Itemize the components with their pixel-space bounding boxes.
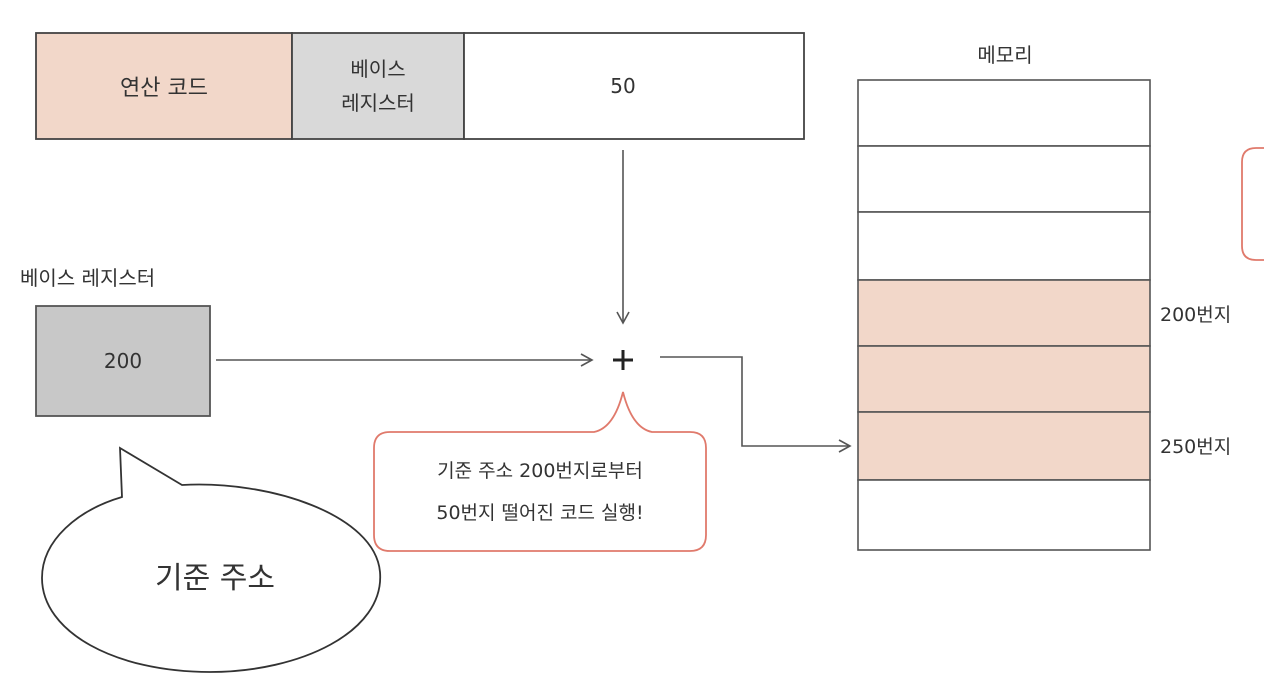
exec-callout-shape bbox=[373, 391, 707, 552]
memory-column bbox=[857, 79, 1151, 551]
operand-value: 50 bbox=[610, 74, 636, 98]
memory-row bbox=[857, 479, 1151, 551]
memory-row bbox=[857, 79, 1151, 147]
memory-row bbox=[857, 345, 1151, 413]
plus-to-memory-arrow bbox=[660, 356, 852, 453]
base-register-title: 베이스 레지스터 bbox=[20, 265, 156, 290]
plus-operator bbox=[613, 350, 633, 370]
address-200-label: 200번지 bbox=[1160, 303, 1232, 326]
base-speech-bubble bbox=[41, 446, 381, 673]
base-address-callout-text: 기준 주소 bbox=[155, 561, 275, 596]
register-field bbox=[291, 32, 465, 140]
memory-row-200 bbox=[857, 279, 1151, 347]
base-register-value: 200 bbox=[103, 349, 143, 373]
memory-row bbox=[857, 211, 1151, 281]
base-register-box bbox=[35, 305, 211, 417]
operand-field bbox=[463, 32, 805, 140]
register-field-label: 베이스 레지스터 bbox=[341, 57, 415, 115]
exec-callout-text: 기준 주소 200번지로부터 50번지 떨어진 코드 실행! bbox=[436, 459, 644, 524]
memory-row-250 bbox=[857, 411, 1151, 481]
offscreen-callout-edge bbox=[1241, 147, 1264, 261]
address-250-label: 250번지 bbox=[1160, 435, 1232, 458]
instruction-format bbox=[35, 32, 805, 140]
memory-row bbox=[857, 145, 1151, 213]
opcode-field bbox=[35, 32, 293, 140]
opcode-label: 연산 코드 bbox=[120, 76, 208, 101]
memory-title: 메모리 bbox=[977, 42, 1033, 67]
